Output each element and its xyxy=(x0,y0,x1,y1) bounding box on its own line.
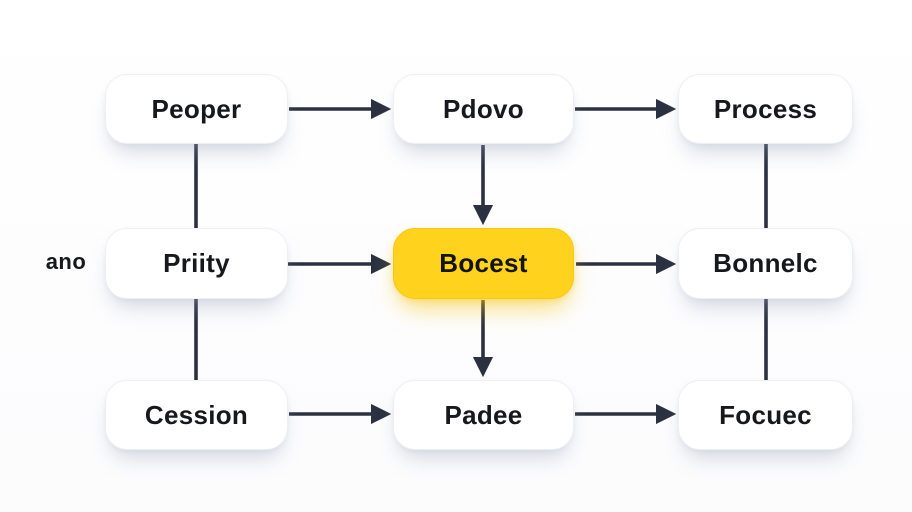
node-label: Bocest xyxy=(439,248,528,278)
node-label: Process xyxy=(713,93,818,124)
node-priity[interactable]: Priity xyxy=(105,228,288,299)
node-label: Bonnelc xyxy=(713,248,818,278)
node-cession[interactable]: Cession xyxy=(105,380,288,450)
node-label: Focuec xyxy=(719,399,812,430)
node-padee[interactable]: Padee xyxy=(393,380,574,450)
side-label: ano xyxy=(45,249,87,274)
node-label: Pdovo xyxy=(443,93,524,124)
node-label: Padee xyxy=(444,399,523,430)
node-bonnelc[interactable]: Bonnelc xyxy=(678,228,853,299)
node-pdovo[interactable]: Pdovo xyxy=(393,74,574,144)
node-label: Priity xyxy=(163,248,230,278)
node-focuec[interactable]: Focuec xyxy=(678,380,853,450)
node-peoper[interactable]: Peoper xyxy=(105,74,288,144)
node-process[interactable]: Process xyxy=(678,74,853,144)
node-label: Cession xyxy=(144,399,249,430)
node-bocest-highlighted[interactable]: Bocest xyxy=(393,228,574,299)
node-label: Peoper xyxy=(151,93,242,124)
